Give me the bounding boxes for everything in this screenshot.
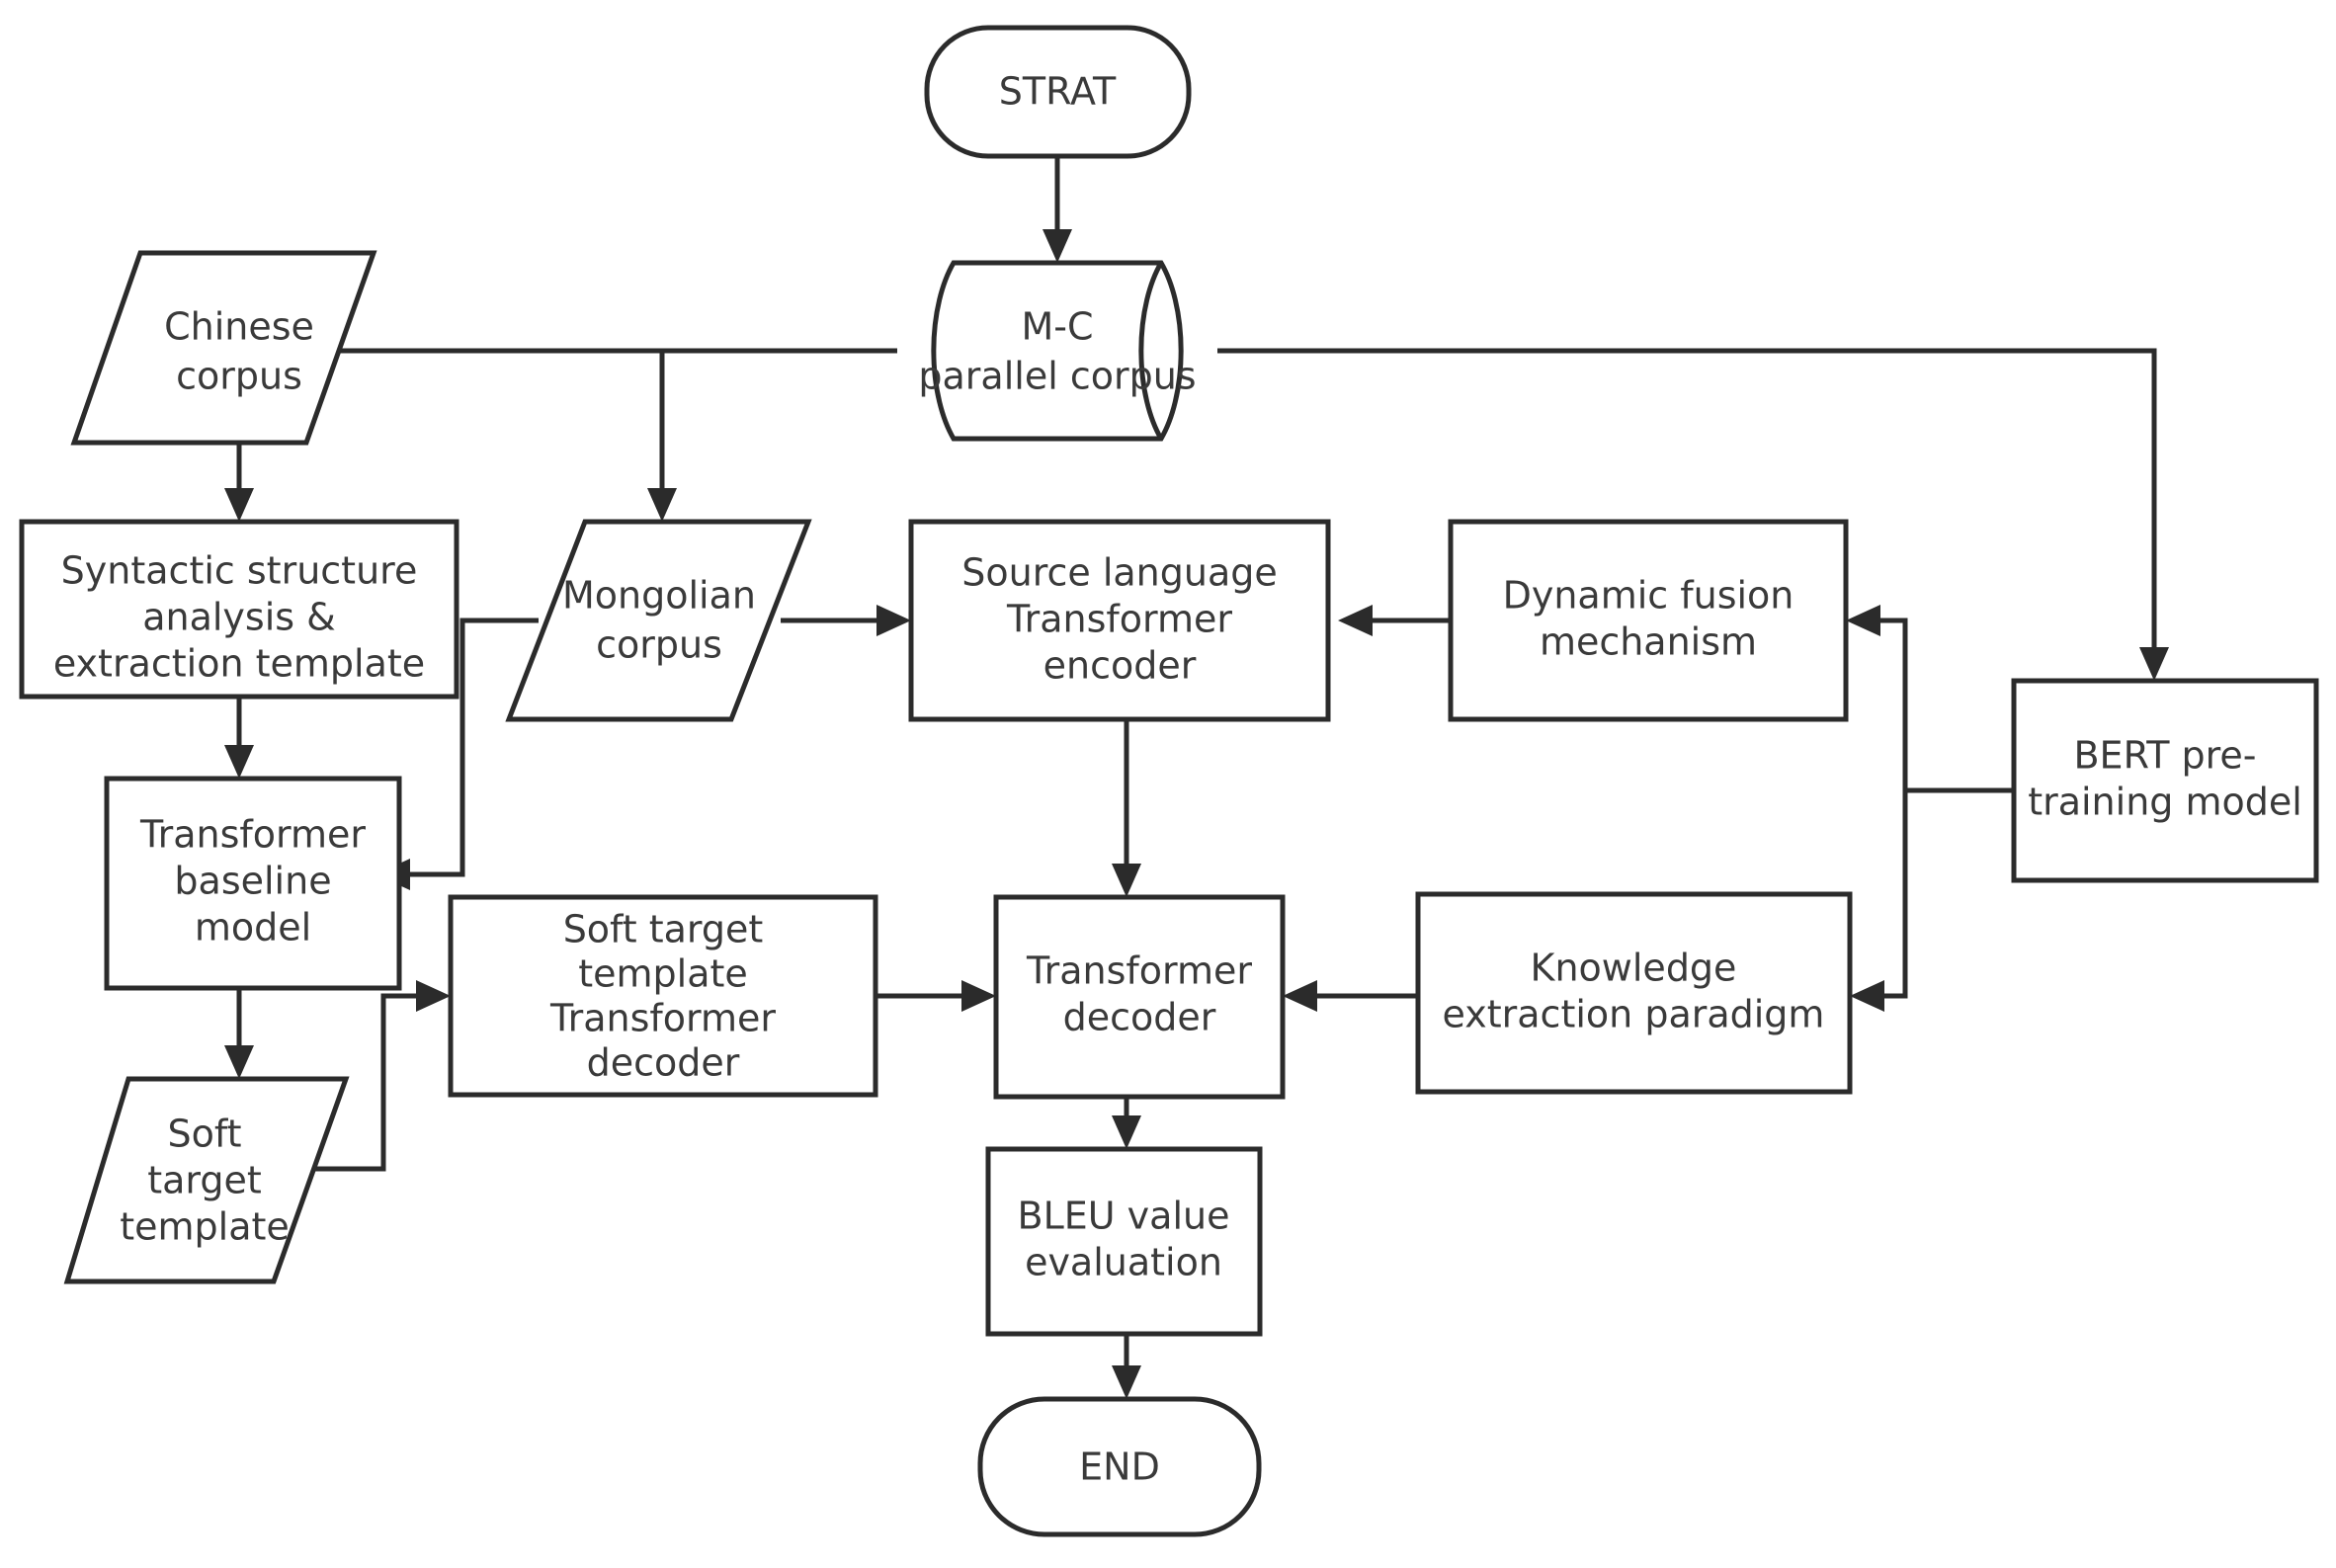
node-mc-parallel-corpus[interactable]: M-C parallel corpus [918,260,1197,442]
bert-label-line2: training model [2028,781,2302,824]
knowledge-extraction-label-line2: extraction paradigm [1443,993,1825,1036]
node-bleu-value-evaluation[interactable]: BLEU value evaluation [985,1146,1263,1337]
node-transformer-baseline-model[interactable]: Transformer baseline model [104,776,402,991]
edge-dynamic-fusion-to-source-encoder [1338,605,1451,636]
dynamic-fusion-mechanism-shape [1448,519,1849,722]
bleu-value-evaluation-shape [985,1146,1263,1337]
edge-mc-corpus-to-mongolian-corpus [647,351,677,522]
chinese-corpus-shape [70,250,377,446]
start-label: STRAT [999,70,1117,114]
soft-target-template-label-line1: Soft [168,1113,242,1156]
source-language-transformer-encoder-shape [908,519,1331,722]
edge-soft-target-decoder-to-transformer-decoder [876,980,996,1012]
end-shape [977,1396,1262,1537]
edge-transformer-decoder-to-bleu [1112,1097,1141,1149]
node-syntactic-structure[interactable]: Syntactic structure analysis & extractio… [19,519,459,700]
soft-target-template-shape [63,1076,350,1284]
soft-target-template-transformer-decoder-shape [448,894,878,1098]
edge-transformer-baseline-to-soft-target-template [224,988,254,1079]
dynamic-fusion-label-line1: Dynamic fusion [1503,574,1794,618]
node-mongolian-corpus[interactable]: Mongolian corpus [505,519,812,722]
transformer-decoder-label-line2: decoder [1063,996,1216,1039]
dynamic-fusion-label-line2: mechanism [1540,620,1757,664]
mongolian-corpus-label-line2: corpus [596,623,722,667]
bert-label-line1: BERT pre- [2073,734,2256,778]
edge-soft-target-template-to-soft-target-decoder [314,980,451,1172]
mongolian-corpus-label-line1: Mongolian [562,574,756,618]
start-shape [924,25,1192,159]
bleu-label-line2: evaluation [1025,1241,1222,1284]
edge-start-to-mc-corpus [1043,156,1072,263]
connector-layer [224,156,2169,1399]
node-end[interactable]: END [977,1396,1262,1537]
knowledge-extraction-paradigm-shape [1415,891,1853,1095]
knowledge-extraction-label-line1: Knowledge [1531,947,1737,990]
edge-knowledge-extraction-to-transformer-decoder [1283,980,1418,1012]
node-start[interactable]: STRAT [924,25,1192,159]
node-soft-target-template-transformer-decoder[interactable]: Soft target template Transformer decoder [448,894,878,1098]
transformer-decoder-shape [993,894,1286,1100]
edge-bleu-to-end [1112,1334,1141,1399]
transformer-baseline-model-label-line3: model [195,906,311,949]
transformer-baseline-model-label-line2: baseline [174,860,331,903]
edge-chinese-corpus-to-syntactic [224,443,254,522]
mc-parallel-corpus-shape [931,260,1184,442]
mc-parallel-corpus-cap [1138,261,1164,441]
edge-mongolian-corpus-to-source-encoder [781,605,911,636]
syntactic-structure-label-line3: extraction template [53,642,425,686]
edge-mc-corpus-to-bert [1217,348,2169,681]
edge-syntactic-to-transformer-baseline [224,697,254,779]
chinese-corpus-label-line2: corpus [176,355,302,398]
node-soft-target-template[interactable]: Soft target template [63,1076,350,1284]
soft-target-decoder-label-line4: decoder [587,1041,740,1085]
mc-parallel-corpus-label-line1: M-C [1021,305,1093,349]
syntactic-structure-shape [19,519,459,700]
edge-source-encoder-to-transformer-decoder [1112,719,1141,897]
syntactic-structure-label-line1: Syntactic structure [61,549,418,593]
source-encoder-label-line2: Transformer [1006,598,1232,641]
chinese-corpus-label-line1: Chinese [164,305,314,349]
soft-target-template-label-line2: target [147,1159,262,1202]
node-source-language-transformer-encoder[interactable]: Source language Transformer encoder [908,519,1331,722]
transformer-baseline-model-shape [104,776,402,991]
node-chinese-corpus[interactable]: Chinese corpus [70,250,377,446]
transformer-baseline-model-label-line1: Transformer [139,813,366,857]
transformer-decoder-label-line1: Transformer [1026,949,1252,993]
node-knowledge-extraction-paradigm[interactable]: Knowledge extraction paradigm [1415,891,1853,1095]
node-bert-pre-training-model[interactable]: BERT pre- training model [2011,678,2319,883]
node-transformer-decoder[interactable]: Transformer decoder [993,894,1286,1100]
edge-bert-to-knowledge-extraction [1850,790,1908,1012]
soft-target-decoder-label-line3: Transformer [549,997,776,1040]
soft-target-decoder-label-line1: Soft target [563,908,764,951]
source-encoder-label-line3: encoder [1043,644,1197,688]
edge-bert-to-dynamic-fusion [1846,605,2014,793]
mc-parallel-corpus-label-line2: parallel corpus [918,355,1196,398]
mongolian-corpus-shape [505,519,812,722]
bert-pre-training-model-shape [2011,678,2319,883]
source-encoder-label-line1: Source language [961,551,1278,595]
bleu-label-line1: BLEU value [1018,1195,1230,1238]
soft-target-decoder-label-line2: template [578,952,748,996]
end-label: END [1079,1445,1160,1489]
soft-target-template-label-line3: template [120,1205,290,1249]
node-dynamic-fusion-mechanism[interactable]: Dynamic fusion mechanism [1448,519,1849,722]
syntactic-structure-label-line2: analysis & [142,596,336,639]
